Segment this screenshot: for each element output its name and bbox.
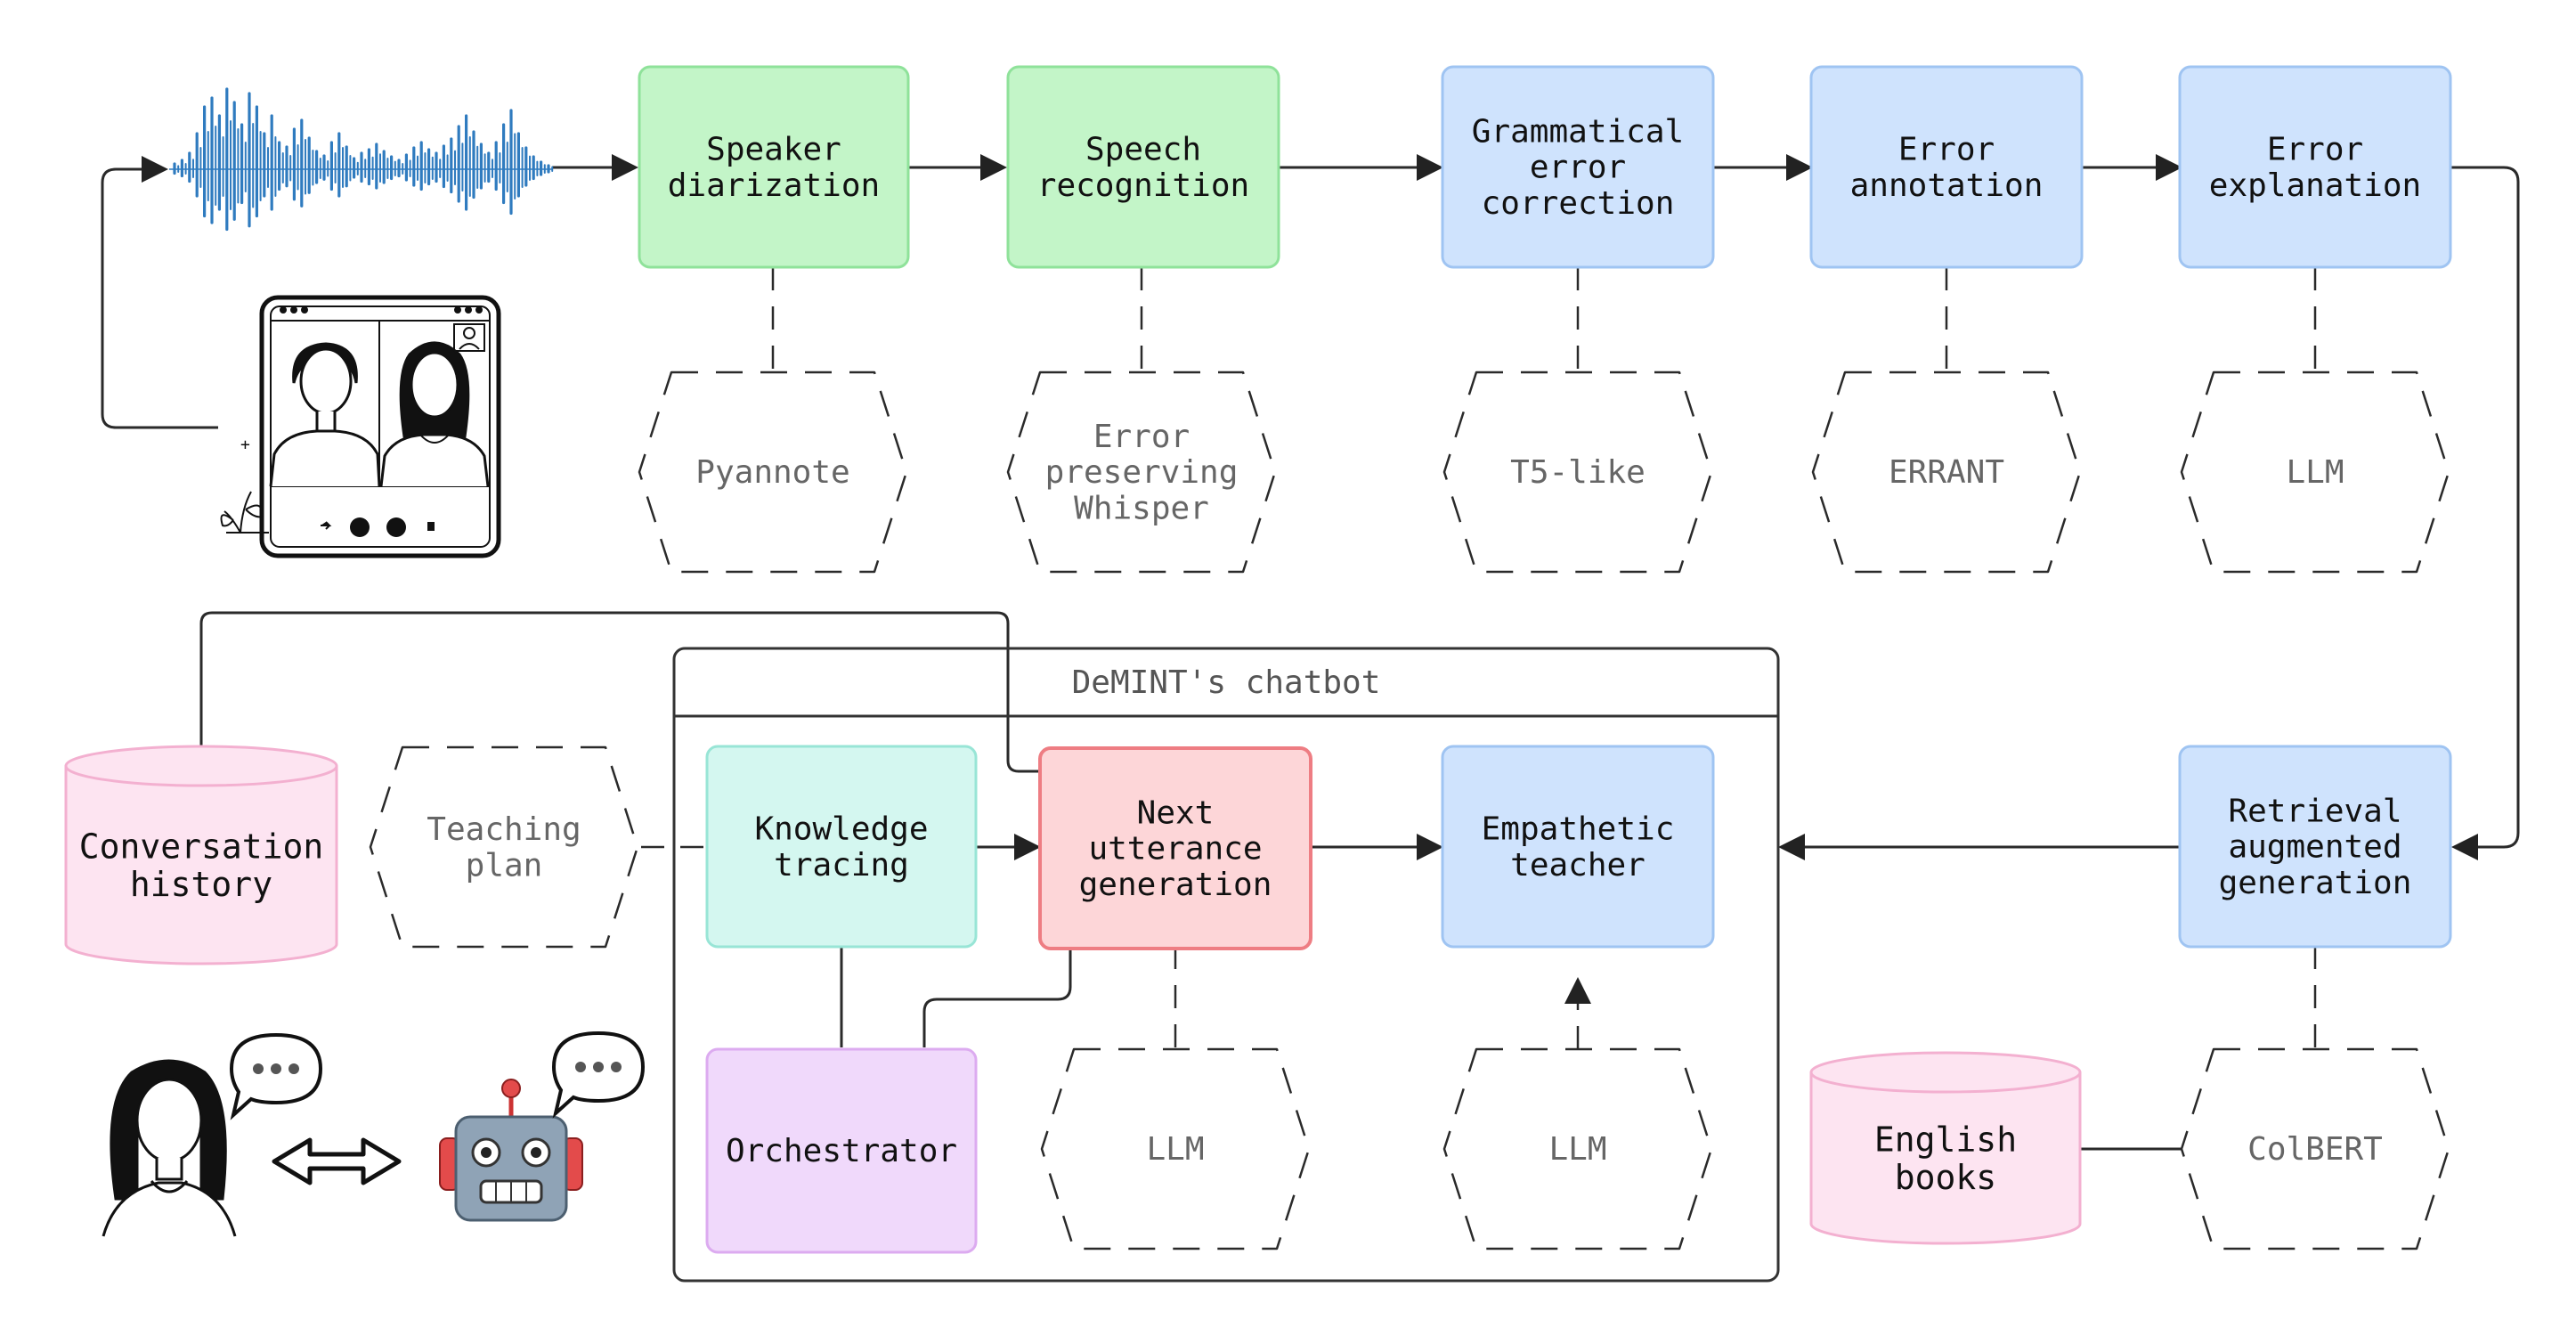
error-explanation-box-label-1: Error [2267, 132, 2363, 168]
conversation-history-store-label-1: Conversation [79, 827, 324, 867]
llm-teacher-model-label-1: LLM [1548, 1131, 1606, 1168]
video-call-icon: + [220, 295, 501, 558]
grammatical-error-correction-box-label-3: correction [1482, 185, 1675, 222]
empathetic-teacher-box-label-2: teacher [1510, 847, 1646, 884]
teaching-plan-node-label-2: plan [466, 847, 543, 884]
bidirectional-arrow-icon [272, 1137, 402, 1185]
llm-teacher-model: LLM [1442, 1047, 1713, 1250]
line-next-orchestrator [922, 946, 1072, 1047]
llm-next-utterance-model-label-1: LLM [1146, 1131, 1204, 1168]
next-utterance-generation-box-label-1: Next [1137, 794, 1215, 831]
dashed-connectors [641, 267, 2317, 1049]
llm-explanation-model: LLM [2180, 371, 2450, 574]
teaching-plan-node-label-1: Teaching [427, 811, 581, 848]
colbert-model: ColBERT [2180, 1047, 2450, 1250]
grammatical-error-correction-box-label-2: error [1530, 150, 1626, 186]
errant-model: ERRANT [1811, 371, 2082, 574]
line-history-next-utterance [199, 611, 1040, 773]
retrieval-augmented-generation-box-label-2: augmented [2228, 829, 2401, 866]
loop-arrow [101, 156, 218, 429]
connectors [101, 154, 2520, 1151]
llm-next-utterance-model: LLM [1040, 1047, 1311, 1250]
errant-model-label-1: ERRANT [1889, 454, 2004, 491]
english-books-store-label-1: English [1874, 1120, 2017, 1160]
t5-like-model-label-1: T5-like [1510, 454, 1646, 491]
speaker-diarization-box-label-1: Speaker [706, 132, 841, 168]
retrieval-augmented-generation-box-label-1: Retrieval [2228, 793, 2401, 829]
robot-icon [439, 1079, 583, 1222]
chatbot-container: DeMINT's chatbot [672, 647, 1780, 1283]
speaker-diarization-box-label-2: diarization [668, 167, 880, 204]
grammatical-error-correction-box-label-1: Grammatical [1472, 113, 1684, 150]
conversation-history-store-label-2: history [130, 865, 272, 904]
pyannote-model-label-1: Pyannote [695, 454, 849, 491]
error-explanation-box-label-2: explanation [2209, 167, 2421, 204]
english-books-store-label-2: books [1895, 1158, 1996, 1197]
speech-recognition-box-label-1: Speech [1085, 132, 1201, 168]
whisper-model-label-1: Error [1093, 419, 1190, 455]
colbert-model-label-1: ColBERT [2247, 1131, 2383, 1168]
next-utterance-generation-box-label-2: utterance [1088, 831, 1262, 867]
orchestrator-box-label-1: Orchestrator [726, 1133, 957, 1169]
next-utterance-generation-box-label-3: generation [1079, 867, 1272, 903]
error-annotation-box-label-1: Error [1898, 132, 1995, 168]
arrow-explanation-rag [2450, 166, 2520, 860]
orchestrator-box: Orchestrator [705, 1047, 978, 1254]
t5-like-model: T5-like [1442, 371, 1713, 574]
whisper-model-label-3: Whisper [1074, 491, 1209, 527]
knowledge-tracing-box-label-1: Knowledge [754, 811, 928, 848]
user-avatar-icon [102, 1059, 237, 1237]
speech-bubble-robot-icon [551, 1030, 646, 1119]
knowledge-tracing-box-label-2: tracing [774, 847, 909, 884]
speech-bubble-user-icon [229, 1032, 323, 1120]
audio-waveform-icon [169, 87, 554, 232]
empathetic-teacher-box-label-1: Empathetic [1482, 811, 1675, 848]
whisper-model-label-2: preserving [1045, 454, 1239, 491]
speech-recognition-box-label-2: recognition [1037, 167, 1249, 204]
pyannote-model: Pyannote [638, 371, 908, 574]
chatbot-title: DeMINT's chatbot [1072, 664, 1381, 701]
error-annotation-box-label-2: annotation [1850, 167, 2044, 204]
retrieval-augmented-generation-box-label-3: generation [2219, 865, 2412, 901]
svg-text:+: + [240, 436, 250, 454]
llm-explanation-model-label-1: LLM [2286, 454, 2344, 491]
